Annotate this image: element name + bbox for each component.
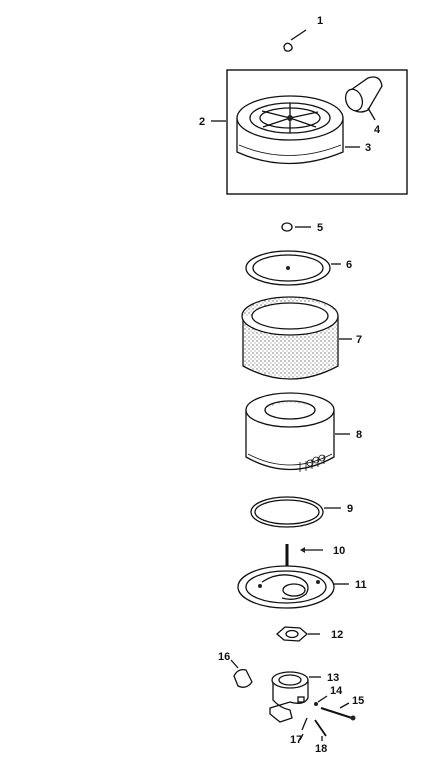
part-6-plate: 6 [245, 250, 352, 286]
callout-14: 14 [330, 685, 343, 697]
callout-10: 10 [333, 545, 345, 557]
callout-2: 2 [199, 116, 205, 128]
callout-9: 9 [347, 503, 353, 515]
cover-assembly-box [226, 69, 408, 195]
callout-3: 3 [365, 142, 371, 154]
part-1-wing-nut: 1 [283, 15, 323, 52]
part-16-clip: 16 [218, 651, 253, 688]
callout-12: 12 [331, 629, 343, 641]
callout-18: 18 [315, 743, 327, 755]
part-12-gasket: 12 [276, 626, 343, 642]
callout-4: 4 [374, 124, 381, 136]
callout-8: 8 [356, 429, 362, 441]
part-14-washer: 14 [314, 685, 343, 706]
part-8-element: 8 [245, 392, 362, 472]
part-2-3-cover: 2 3 [199, 95, 371, 165]
callout-5: 5 [317, 222, 323, 234]
part-11-base: 11 [237, 565, 367, 609]
part-13-adapter: 13 [269, 671, 339, 723]
callout-11: 11 [355, 579, 367, 591]
callout-1: 1 [317, 15, 323, 27]
callout-15: 15 [352, 695, 364, 707]
part-4-elbow: 4 [344, 76, 383, 136]
callout-17: 17 [290, 734, 302, 746]
callout-13: 13 [327, 672, 339, 684]
part-5-grommet: 5 [281, 222, 323, 234]
callout-7: 7 [356, 334, 362, 346]
callout-6: 6 [346, 259, 352, 271]
part-15-bolt: 15 [320, 695, 364, 721]
part-17-18-screws: 17 18 [290, 717, 327, 755]
part-7-precleaner: 7 [241, 296, 362, 380]
callout-16: 16 [218, 651, 230, 663]
part-9-gasket: 9 [250, 496, 353, 528]
